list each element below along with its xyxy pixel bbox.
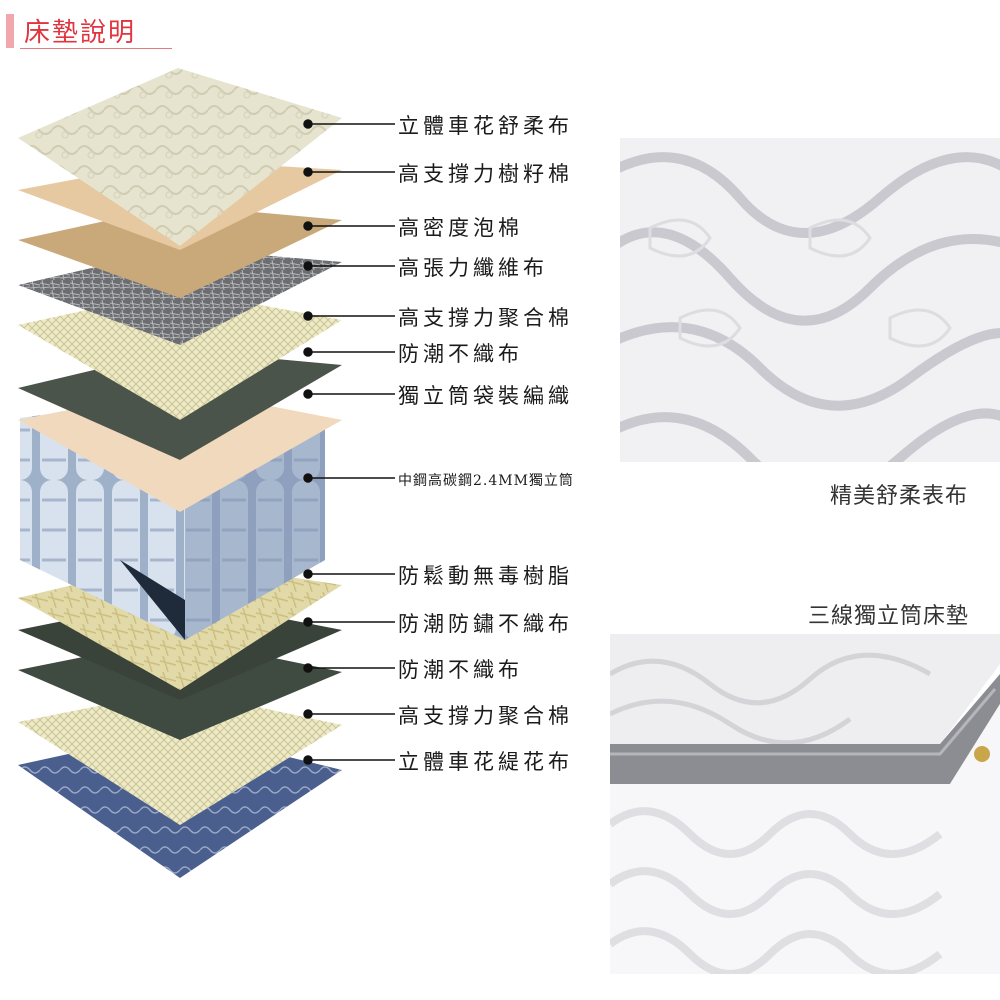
mattress-corner-image bbox=[610, 634, 1000, 974]
brand-emblem-icon bbox=[974, 746, 990, 762]
layer-quilted-top bbox=[18, 68, 342, 246]
mattress-caption: 三線獨立筒床墊 bbox=[808, 604, 970, 629]
section-header: 床墊說明 bbox=[6, 8, 172, 49]
layer-label-8: 中鋼高碳鋼2.4MM獨立筒 bbox=[398, 473, 574, 489]
layer-label-13: 立體車花緹花布 bbox=[398, 750, 573, 774]
layer-label-1: 立體車花舒柔布 bbox=[398, 114, 573, 138]
layer-label-5: 高支撐力聚合棉 bbox=[398, 306, 573, 330]
layer-label-6: 防潮不織布 bbox=[398, 342, 523, 366]
layer-label-7: 獨立筒袋裝編織 bbox=[398, 384, 573, 408]
layer-hd-foam bbox=[18, 205, 342, 298]
fabric-caption: 精美舒柔表布 bbox=[830, 484, 969, 509]
header-accent-bar bbox=[6, 14, 14, 48]
layer-label-3: 高密度泡棉 bbox=[398, 216, 523, 240]
layer-label-11: 防潮不織布 bbox=[398, 658, 523, 682]
layer-polycotton bbox=[18, 290, 342, 420]
layer-label-12: 高支撐力聚合棉 bbox=[398, 704, 573, 728]
mattress-layers-diagram bbox=[18, 68, 395, 878]
page-title: 床墊說明 bbox=[24, 18, 137, 48]
layer-bottom-polycotton bbox=[18, 690, 342, 825]
layer-label-10: 防潮防鏽不織布 bbox=[398, 612, 573, 636]
fabric-closeup-image bbox=[620, 138, 1000, 462]
header-underline bbox=[20, 48, 172, 49]
layer-label-4: 高張力纖維布 bbox=[398, 256, 548, 280]
layer-label-9: 防鬆動無毒樹脂 bbox=[398, 564, 573, 588]
layer-label-2: 高支撐力樹籽棉 bbox=[398, 162, 573, 186]
